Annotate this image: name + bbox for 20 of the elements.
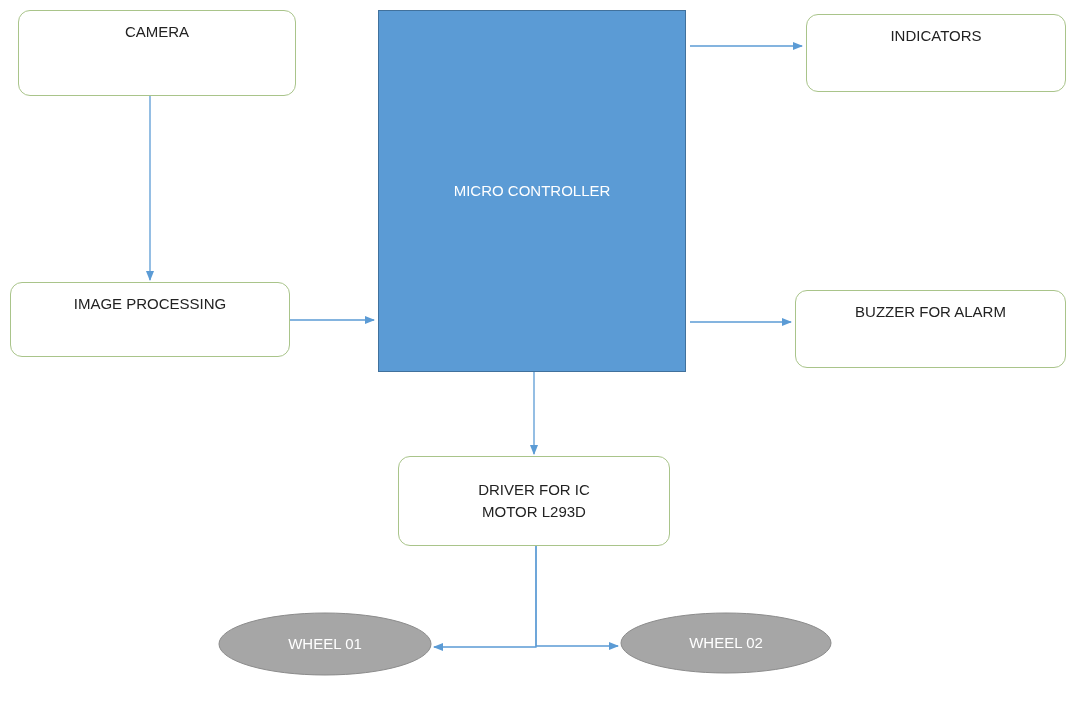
arrow (689, 41, 804, 51)
box-label: DRIVER FOR IC MOTOR L293D (477, 480, 591, 522)
process-box (398, 456, 670, 546)
arrow (529, 371, 539, 456)
box-label: WHEEL 02 (689, 633, 763, 654)
arrow (145, 95, 155, 282)
process-box (795, 290, 1066, 368)
arrow (289, 315, 376, 325)
process-box (10, 282, 290, 357)
process-box (806, 14, 1066, 92)
box-label: MICRO CONTROLLER (453, 181, 611, 202)
box-label: IMAGE PROCESSING (73, 294, 227, 314)
arrow (535, 545, 620, 651)
controller-block (378, 10, 686, 372)
arrow (689, 317, 793, 327)
box-label: INDICATORS (890, 26, 982, 46)
process-box (18, 10, 296, 96)
box-label: CAMERA (124, 22, 190, 42)
box-label: BUZZER FOR ALARM (855, 302, 1006, 322)
box-label: WHEEL 01 (288, 634, 362, 655)
